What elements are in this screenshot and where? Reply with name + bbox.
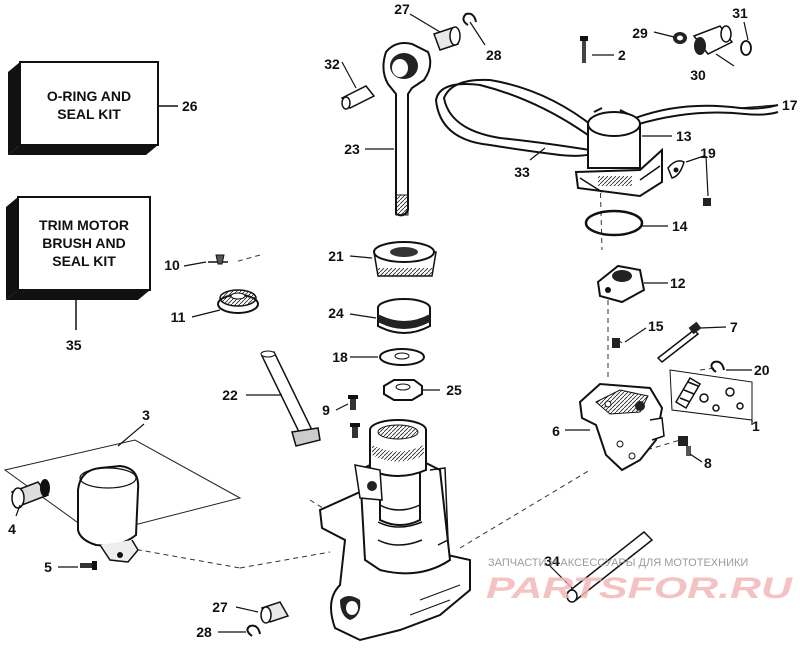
trim-kit-line3: SEAL KIT [52, 253, 116, 269]
callout-19: 19 [700, 145, 716, 161]
reservoir-4 [10, 479, 50, 509]
oring-31 [740, 40, 752, 56]
callout-14: 14 [672, 218, 688, 234]
callout-20: 20 [754, 362, 770, 378]
clip-19 [667, 160, 685, 179]
oring-14 [584, 209, 644, 237]
trim-kit-line2: BRUSH AND [42, 235, 125, 251]
callout-21: 21 [328, 248, 344, 264]
pin-34 [566, 530, 654, 603]
callout-18: 18 [332, 349, 348, 365]
callout-24: 24 [328, 305, 344, 321]
tube-22 [260, 350, 321, 447]
callout-1: 1 [752, 418, 760, 434]
callout-31: 31 [732, 5, 748, 21]
callout-28-bottom: 28 [196, 624, 212, 640]
watermark-logo: PARTSFOR.RU [486, 572, 794, 605]
watermark: ЗАПЧАСТИ И АКСЕССУАРЫ ДЛЯ МОТОТЕХНИКИ PA… [486, 557, 794, 605]
clip-28-top [462, 12, 477, 26]
motor-wires-33 [434, 78, 779, 157]
screw-2 [580, 36, 588, 63]
callout-29: 29 [632, 25, 648, 41]
oring-29 [673, 32, 687, 44]
fitting-1 [674, 376, 702, 410]
callout-22: 22 [222, 387, 238, 403]
callout-33: 33 [514, 164, 530, 180]
oring-kit-line1: O-RING AND [47, 88, 131, 104]
clip-20 [710, 360, 725, 373]
trim-cylinder-body [318, 419, 471, 642]
screw-15 [612, 338, 620, 348]
bushing-27-top [433, 26, 461, 51]
callout-numbers: 27 28 32 23 2 29 30 31 17 13 19 33 14 12… [8, 1, 798, 640]
callout-7: 7 [730, 319, 738, 335]
pump-6 [578, 382, 665, 472]
screws-9 [348, 395, 360, 438]
oil-reservoir-canister [77, 464, 140, 563]
callout-leaders [15, 13, 779, 633]
oring-kit-line2: SEAL KIT [57, 106, 121, 122]
trim-motor-13 [574, 107, 663, 198]
screw-19 [703, 198, 711, 206]
callout-5: 5 [44, 559, 52, 575]
bushing-27-bottom [260, 601, 290, 624]
callout-12: 12 [670, 275, 686, 291]
valve-block-12 [596, 264, 646, 304]
callout-13: 13 [676, 128, 692, 144]
piston-24 [377, 298, 431, 334]
callout-34: 34 [544, 553, 560, 569]
callout-3: 3 [142, 407, 150, 423]
pin-10 [208, 254, 228, 265]
washer-18 [379, 348, 425, 366]
nut-25 [383, 379, 423, 401]
callout-2: 2 [618, 47, 626, 63]
callout-25: 25 [446, 382, 462, 398]
callout-32: 32 [324, 56, 340, 72]
trim-kit-line1: TRIM MOTOR [39, 217, 129, 233]
clip-28-bottom [246, 624, 261, 637]
gland-nut-21 [373, 241, 437, 277]
pin-32 [340, 85, 376, 110]
callout-4: 4 [8, 521, 16, 537]
cap-11 [217, 289, 259, 314]
callout-30: 30 [690, 67, 706, 83]
screw-8 [678, 436, 691, 456]
callout-11: 11 [171, 309, 186, 325]
callout-17: 17 [782, 97, 798, 113]
reservoir-plate-3 [3, 439, 242, 536]
oring-seal-kit-box: O-RING AND SEAL KIT [8, 61, 159, 155]
callout-15: 15 [648, 318, 664, 334]
callout-26: 26 [182, 98, 198, 114]
callout-28-top: 28 [486, 47, 502, 63]
callout-8: 8 [704, 455, 712, 471]
callout-27-bottom: 27 [212, 599, 228, 615]
callout-6: 6 [552, 423, 560, 439]
screw-5 [80, 561, 97, 570]
bolt-7 [656, 321, 702, 363]
callout-9: 9 [322, 402, 330, 418]
trim-motor-kit-box: TRIM MOTOR BRUSH AND SEAL KIT [6, 196, 151, 300]
callout-27-top: 27 [394, 1, 410, 17]
valve-30 [692, 25, 734, 55]
callout-23: 23 [344, 141, 360, 157]
callout-10: 10 [164, 257, 180, 273]
callout-35: 35 [66, 337, 82, 353]
piston-rod-23 [382, 42, 432, 217]
watermark-tagline: ЗАПЧАСТИ И АКСЕССУАРЫ ДЛЯ МОТОТЕХНИКИ [488, 557, 748, 569]
